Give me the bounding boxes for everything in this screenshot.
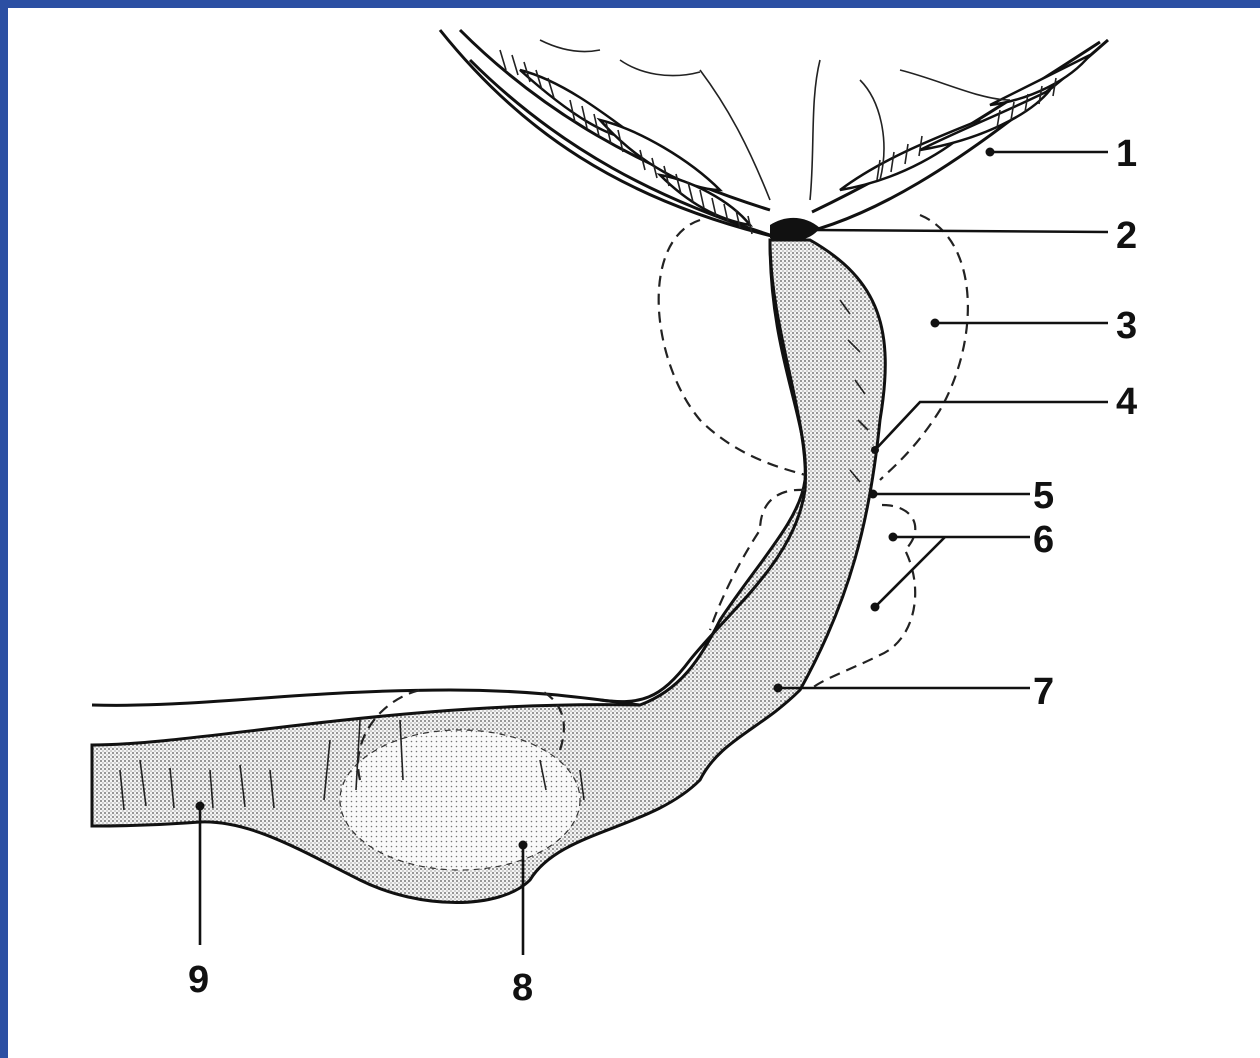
label-6: 6 bbox=[1033, 519, 1054, 561]
label-3: 3 bbox=[1116, 305, 1137, 347]
upper-wall bbox=[440, 30, 1108, 242]
label-7: 7 bbox=[1033, 671, 1054, 713]
label-2: 2 bbox=[1116, 215, 1137, 257]
tube bbox=[92, 240, 885, 903]
label-1: 1 bbox=[1116, 133, 1137, 175]
label-4: 4 bbox=[1116, 381, 1137, 423]
label-9: 9 bbox=[188, 959, 209, 1001]
label-5: 5 bbox=[1033, 475, 1054, 517]
label-8: 8 bbox=[512, 967, 533, 1009]
